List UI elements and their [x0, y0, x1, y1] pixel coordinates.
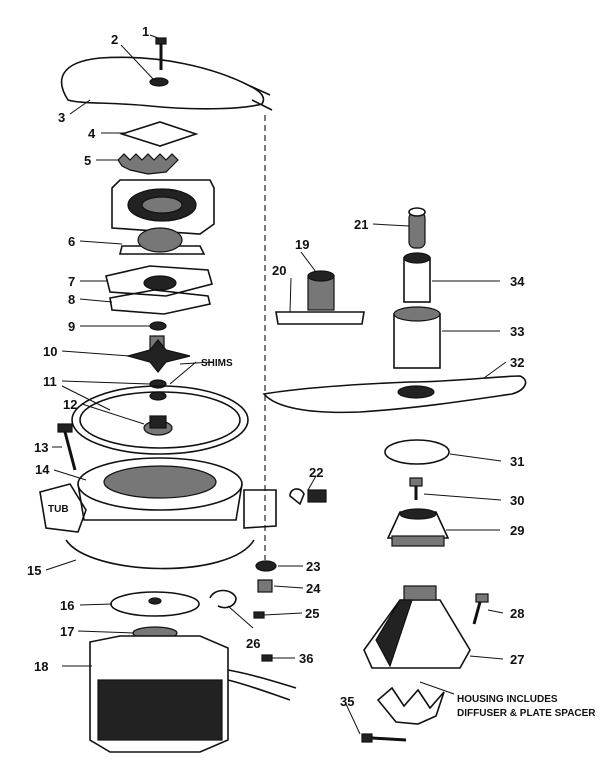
part-16-center: [148, 597, 162, 605]
part-10-impeller: [125, 335, 191, 373]
part-7-plate-hole: [143, 275, 177, 291]
part-3-terminals: [249, 85, 273, 111]
part-label-2: 2: [111, 32, 118, 47]
part-label-34: 34: [510, 274, 525, 289]
part-1-screw: [155, 37, 167, 70]
part-label-26: 26: [246, 636, 260, 651]
part-29-filter: [386, 508, 450, 547]
part-32-spray-arm: [262, 375, 527, 414]
part-5-gear: [117, 153, 179, 175]
part-label-22: 22: [309, 465, 323, 480]
tub-outline-right: [243, 489, 277, 529]
part-label-18: 18: [34, 659, 48, 674]
tub-note: TUB: [48, 504, 69, 515]
part-label-32: 32: [510, 355, 524, 370]
part-label-14: 14: [35, 462, 50, 477]
part-6-seal: [118, 227, 206, 255]
part-label-9: 9: [68, 319, 75, 334]
part-9-ring: [149, 321, 167, 331]
shims-note: SHIMS: [201, 358, 233, 369]
part-label-11: 11: [43, 374, 57, 389]
part-label-12: 12: [63, 397, 77, 412]
part-label-19: 19: [295, 237, 309, 252]
part-32-hub: [397, 385, 435, 399]
part-33-tube: [393, 306, 441, 369]
part-label-20: 20: [272, 263, 286, 278]
part-11-gasket-ring: [71, 385, 249, 455]
part-label-17: 17: [60, 624, 74, 639]
shim-lower: [149, 391, 167, 401]
housing-note-line2: DIFFUSER & PLATE SPACER: [457, 708, 596, 719]
part-label-24: 24: [306, 581, 321, 596]
part-3-heating-element: [60, 56, 265, 110]
part-label-3: 3: [58, 110, 65, 125]
part-label-16: 16: [60, 598, 74, 613]
part-31-ring: [384, 439, 450, 465]
part-20-bracket: [275, 311, 365, 325]
tub-outline-left: [39, 483, 87, 533]
part-18-motor: [89, 635, 297, 753]
part-label-6: 6: [68, 234, 75, 249]
part-label-35: 35: [340, 694, 354, 709]
part-labels: 1 2 3 4 5 6 7 8 9 10 11 12 13 14 15 16 1…: [27, 24, 525, 709]
part-label-21: 21: [354, 217, 368, 232]
part-label-29: 29: [510, 523, 524, 538]
housing-note-line1: HOUSING INCLUDES: [457, 694, 558, 705]
part-label-36: 36: [299, 651, 313, 666]
part-35-screw: [361, 733, 407, 743]
part-label-15: 15: [27, 563, 41, 578]
part-label-13: 13: [34, 440, 48, 455]
part-34-tube: [403, 252, 431, 303]
part-19-coupling: [307, 270, 335, 311]
part-label-5: 5: [84, 153, 91, 168]
part-label-8: 8: [68, 292, 75, 307]
part-21-nozzle: [408, 207, 426, 249]
part-label-4: 4: [88, 126, 96, 141]
pump-housing-block: [111, 179, 215, 235]
part-11-gasket-inner: [79, 391, 241, 449]
part-13-bolt: [57, 423, 77, 471]
part-23-grommet: [255, 560, 277, 572]
part-25-screw: [253, 611, 265, 619]
part-22-clip: [289, 488, 327, 506]
part-14-mount-housing: [77, 457, 243, 521]
part-28-screw: [472, 593, 489, 625]
part-12-hub: [143, 415, 173, 436]
diffuser-plate-spacer: [376, 686, 445, 725]
part-label-33: 33: [510, 324, 524, 339]
part-24-fitting: [257, 579, 273, 593]
part-30-screw: [409, 477, 423, 500]
leader-lines: [45, 34, 507, 735]
part-8-gasket: [109, 289, 211, 315]
part-label-25: 25: [305, 606, 319, 621]
part-label-30: 30: [510, 493, 524, 508]
part-26-clamp: [209, 589, 237, 609]
part-label-7: 7: [68, 274, 75, 289]
part-4-cover: [119, 121, 199, 147]
part-label-1: 1: [142, 24, 149, 39]
part-label-23: 23: [306, 559, 320, 574]
part-27-housing: [363, 585, 471, 669]
part-2-washer: [149, 77, 169, 87]
part-label-10: 10: [43, 344, 57, 359]
part-label-31: 31: [510, 454, 524, 469]
part-label-28: 28: [510, 606, 524, 621]
part-15-clamp: [65, 539, 255, 570]
part-36-screw: [261, 654, 273, 662]
part-label-27: 27: [510, 652, 524, 667]
